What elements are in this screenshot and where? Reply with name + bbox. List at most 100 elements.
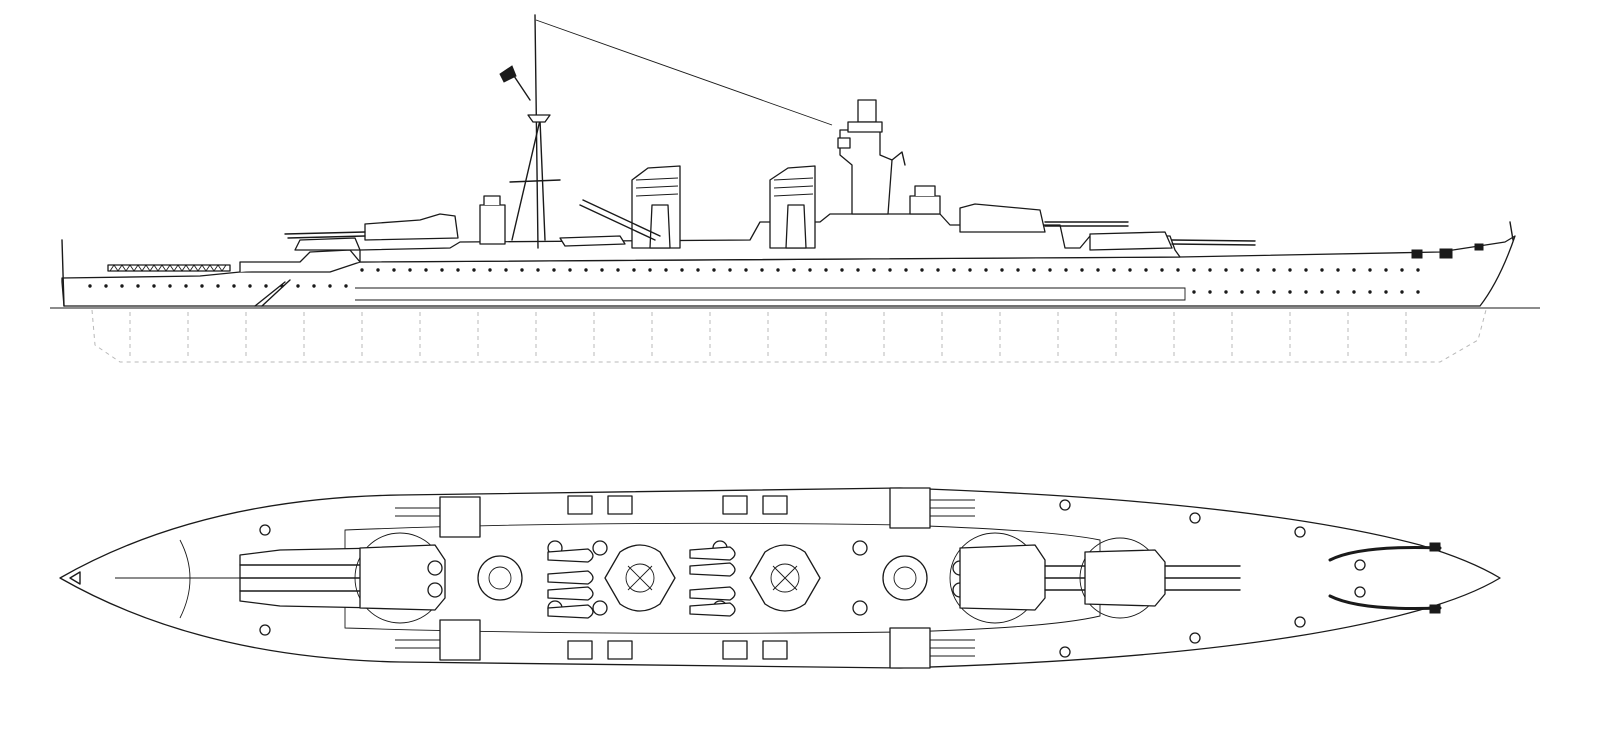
forward-turret-b [959,203,1129,233]
porthole [632,268,636,272]
porthole [1320,290,1324,294]
armor-belt-line [355,287,1186,301]
porthole [376,268,380,272]
bollard [1294,616,1306,628]
plan-turret-x [354,532,446,624]
porthole [184,284,188,288]
porthole [344,284,348,288]
catapult-crane [254,279,291,307]
porthole [1384,290,1388,294]
plan-fore-funnel [749,544,821,612]
porthole [1400,290,1404,294]
aa-mount [852,540,868,556]
porthole [1128,268,1132,272]
ships-boat [547,570,594,585]
aft-funnel [631,165,681,249]
porthole [88,284,92,288]
aft-turret-x [294,237,361,251]
porthole [152,284,156,288]
porthole [136,284,140,288]
porthole [232,284,236,288]
porthole [776,268,780,272]
bridge-tower [837,99,906,215]
bollard [259,624,271,636]
porthole [1080,268,1084,272]
bollard [1354,586,1366,598]
porthole [1352,290,1356,294]
porthole [104,284,108,288]
porthole [1192,290,1196,294]
porthole [648,268,652,272]
ensign-flag [499,65,517,83]
aft-director-tower [479,204,506,245]
porthole [1208,290,1212,294]
porthole [1256,290,1260,294]
porthole [1384,268,1388,272]
aa-mount [592,540,608,556]
underwater-hull-ghost [91,309,1487,363]
porthole [584,268,588,272]
aa-mount [567,640,593,660]
porthole [1144,268,1148,272]
bollard [1189,512,1201,524]
porthole [200,284,204,288]
anchor-gear [1411,243,1484,259]
aft-turret-y [284,213,459,241]
porthole [680,268,684,272]
porthole [1304,268,1308,272]
porthole [936,268,940,272]
boat-crane [579,199,661,241]
deck-railing [107,264,231,272]
porthole [168,284,172,288]
porthole [264,284,268,288]
porthole [1160,268,1164,272]
porthole [312,284,316,288]
aa-mount [427,582,443,598]
ships-boat [547,586,594,601]
porthole [424,268,428,272]
porthole [712,268,716,272]
plan-aft-director [477,555,523,601]
porthole [1288,268,1292,272]
porthole [120,284,124,288]
plan-aa-mounts [427,495,968,660]
porthole [616,268,620,272]
porthole [1176,268,1180,272]
porthole [1256,268,1260,272]
porthole [1416,290,1420,294]
ships-boat [547,604,594,619]
plan-boat-group [547,546,736,619]
plan-view [59,487,1501,669]
porthole [1032,268,1036,272]
porthole [1304,290,1308,294]
bollard [1189,632,1201,644]
porthole [440,268,444,272]
porthole [1352,268,1356,272]
porthole [1272,290,1276,294]
side-profile-view [50,14,1540,363]
plan-fore-director [882,555,928,601]
plan-secondary-mounts [395,487,975,669]
ships-boat [547,548,594,563]
aa-mount [762,640,788,660]
plan-turret-b [949,532,1106,624]
aa-mount [592,600,608,616]
porthole [1208,268,1212,272]
porthole [1192,268,1196,272]
porthole [904,268,908,272]
fore-director [909,195,941,215]
bollard [259,524,271,536]
ships-boat [689,586,736,601]
porthole [1048,268,1052,272]
fore-funnel [769,165,816,249]
porthole [984,268,988,272]
porthole [1416,268,1420,272]
plan-anchor-gear [1328,542,1442,614]
plan-turret-a [1079,537,1241,619]
porthole [1320,268,1324,272]
porthole [824,268,828,272]
porthole [1064,268,1068,272]
porthole [408,268,412,272]
porthole [392,268,396,272]
